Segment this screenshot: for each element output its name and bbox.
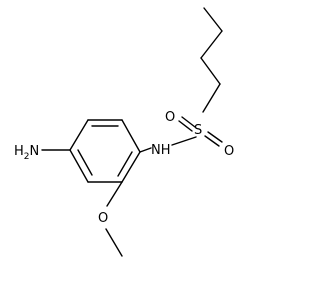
ring-double-right — [117, 151, 133, 177]
bond-s-nh — [171, 136, 197, 146]
ring-bond-6 — [121, 151, 141, 183]
ring-bond-1 — [121, 119, 141, 153]
ring-bond-3 — [69, 119, 89, 151]
bond-s-o-lower-a — [207, 131, 223, 143]
ring-double-left — [77, 149, 93, 176]
nh-label: NH — [151, 143, 171, 158]
amine-subscript: 2 — [24, 152, 30, 162]
amine-label: H2N — [14, 144, 39, 162]
bond-butyl-4 — [202, 83, 221, 113]
oxygen-lower-label: O — [224, 144, 234, 159]
bond-butyl-1 — [203, 7, 223, 32]
methoxy-oxygen-label: O — [98, 211, 108, 226]
ring-bond-4 — [69, 149, 89, 183]
amine-n: N — [30, 144, 40, 159]
bond-butyl-3 — [200, 57, 221, 85]
bond-ring-methoxy-o — [106, 181, 123, 207]
bond-butyl-2 — [200, 30, 223, 59]
bond-s-o-upper-b — [178, 120, 193, 132]
structure-diagram: H2N NH S O O O — [14, 7, 234, 257]
amine-h: H — [14, 144, 24, 159]
bond-methoxy-o-c — [105, 228, 123, 257]
bond-nh-ring — [139, 147, 152, 153]
sulfur-label: S — [194, 123, 202, 138]
oxygen-upper-label: O — [165, 110, 175, 125]
bond-s-o-lower-b — [204, 135, 220, 147]
bond-s-o-upper-a — [181, 116, 196, 128]
molecule-canvas: H2N NH S O O O — [14, 7, 234, 257]
